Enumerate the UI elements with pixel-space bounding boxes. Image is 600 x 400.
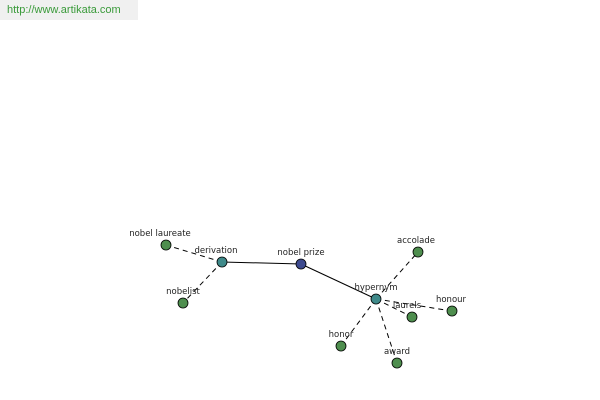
node-circle-nobelist[interactable] xyxy=(177,297,189,309)
node-honour[interactable]: honour xyxy=(436,295,467,317)
node-circle-honour[interactable] xyxy=(446,305,458,317)
node-label-nobelist[interactable]: nobelist xyxy=(166,287,200,297)
edge-derivation-to-nobelist xyxy=(182,261,223,304)
node-label-hypernym[interactable]: hypernym xyxy=(354,283,397,293)
node-label-nobel-laureate[interactable]: nobel laureate xyxy=(129,229,191,239)
site-url-banner[interactable]: http://www.artikata.com xyxy=(0,0,138,20)
node-circle-nobel-prize[interactable] xyxy=(295,258,307,270)
node-circle-accolade[interactable] xyxy=(412,246,424,258)
node-label-award[interactable]: award xyxy=(384,347,410,357)
node-label-nobel-prize[interactable]: nobel prize xyxy=(277,248,324,258)
node-circle-laurels[interactable] xyxy=(406,311,418,323)
edge-hypernym-to-award xyxy=(375,298,398,364)
node-accolade[interactable]: accolade xyxy=(397,236,435,258)
node-circle-honor[interactable] xyxy=(335,340,347,352)
node-circle-nobel-laureate[interactable] xyxy=(160,239,172,251)
node-nobel-laureate[interactable]: nobel laureate xyxy=(129,229,191,251)
node-label-accolade[interactable]: accolade xyxy=(397,236,435,246)
node-derivation[interactable]: derivation xyxy=(194,246,238,268)
node-label-laurels[interactable]: laurels xyxy=(393,301,422,311)
edge-hypernym-to-accolade xyxy=(375,251,419,300)
edge-nobel-prize-to-hypernym xyxy=(300,263,377,300)
node-laurels[interactable]: laurels xyxy=(393,301,422,323)
node-honor[interactable]: honor xyxy=(329,330,354,352)
node-label-honor[interactable]: honor xyxy=(329,330,354,340)
node-circle-hypernym[interactable] xyxy=(370,293,382,305)
node-nobelist[interactable]: nobelist xyxy=(166,287,201,309)
node-award[interactable]: award xyxy=(384,347,410,369)
graph-nodes: nobel prize derivation hypernym nobel laure… xyxy=(129,229,467,369)
edge-hypernym-to-honour xyxy=(375,298,453,312)
node-label-derivation[interactable]: derivation xyxy=(194,246,237,256)
node-hypernym[interactable]: hypernym xyxy=(354,283,398,305)
node-circle-derivation[interactable] xyxy=(216,256,228,268)
edge-hypernym-to-laurels xyxy=(375,298,413,318)
node-nobel-prize[interactable]: nobel prize xyxy=(277,248,325,270)
edge-nobel-prize-to-derivation xyxy=(221,261,302,265)
edge-derivation-to-nobel-laureate xyxy=(165,244,223,263)
graph-edges xyxy=(165,244,453,364)
node-circle-award[interactable] xyxy=(391,357,403,369)
node-label-honour[interactable]: honour xyxy=(436,295,467,305)
edge-hypernym-to-honor xyxy=(340,298,377,347)
